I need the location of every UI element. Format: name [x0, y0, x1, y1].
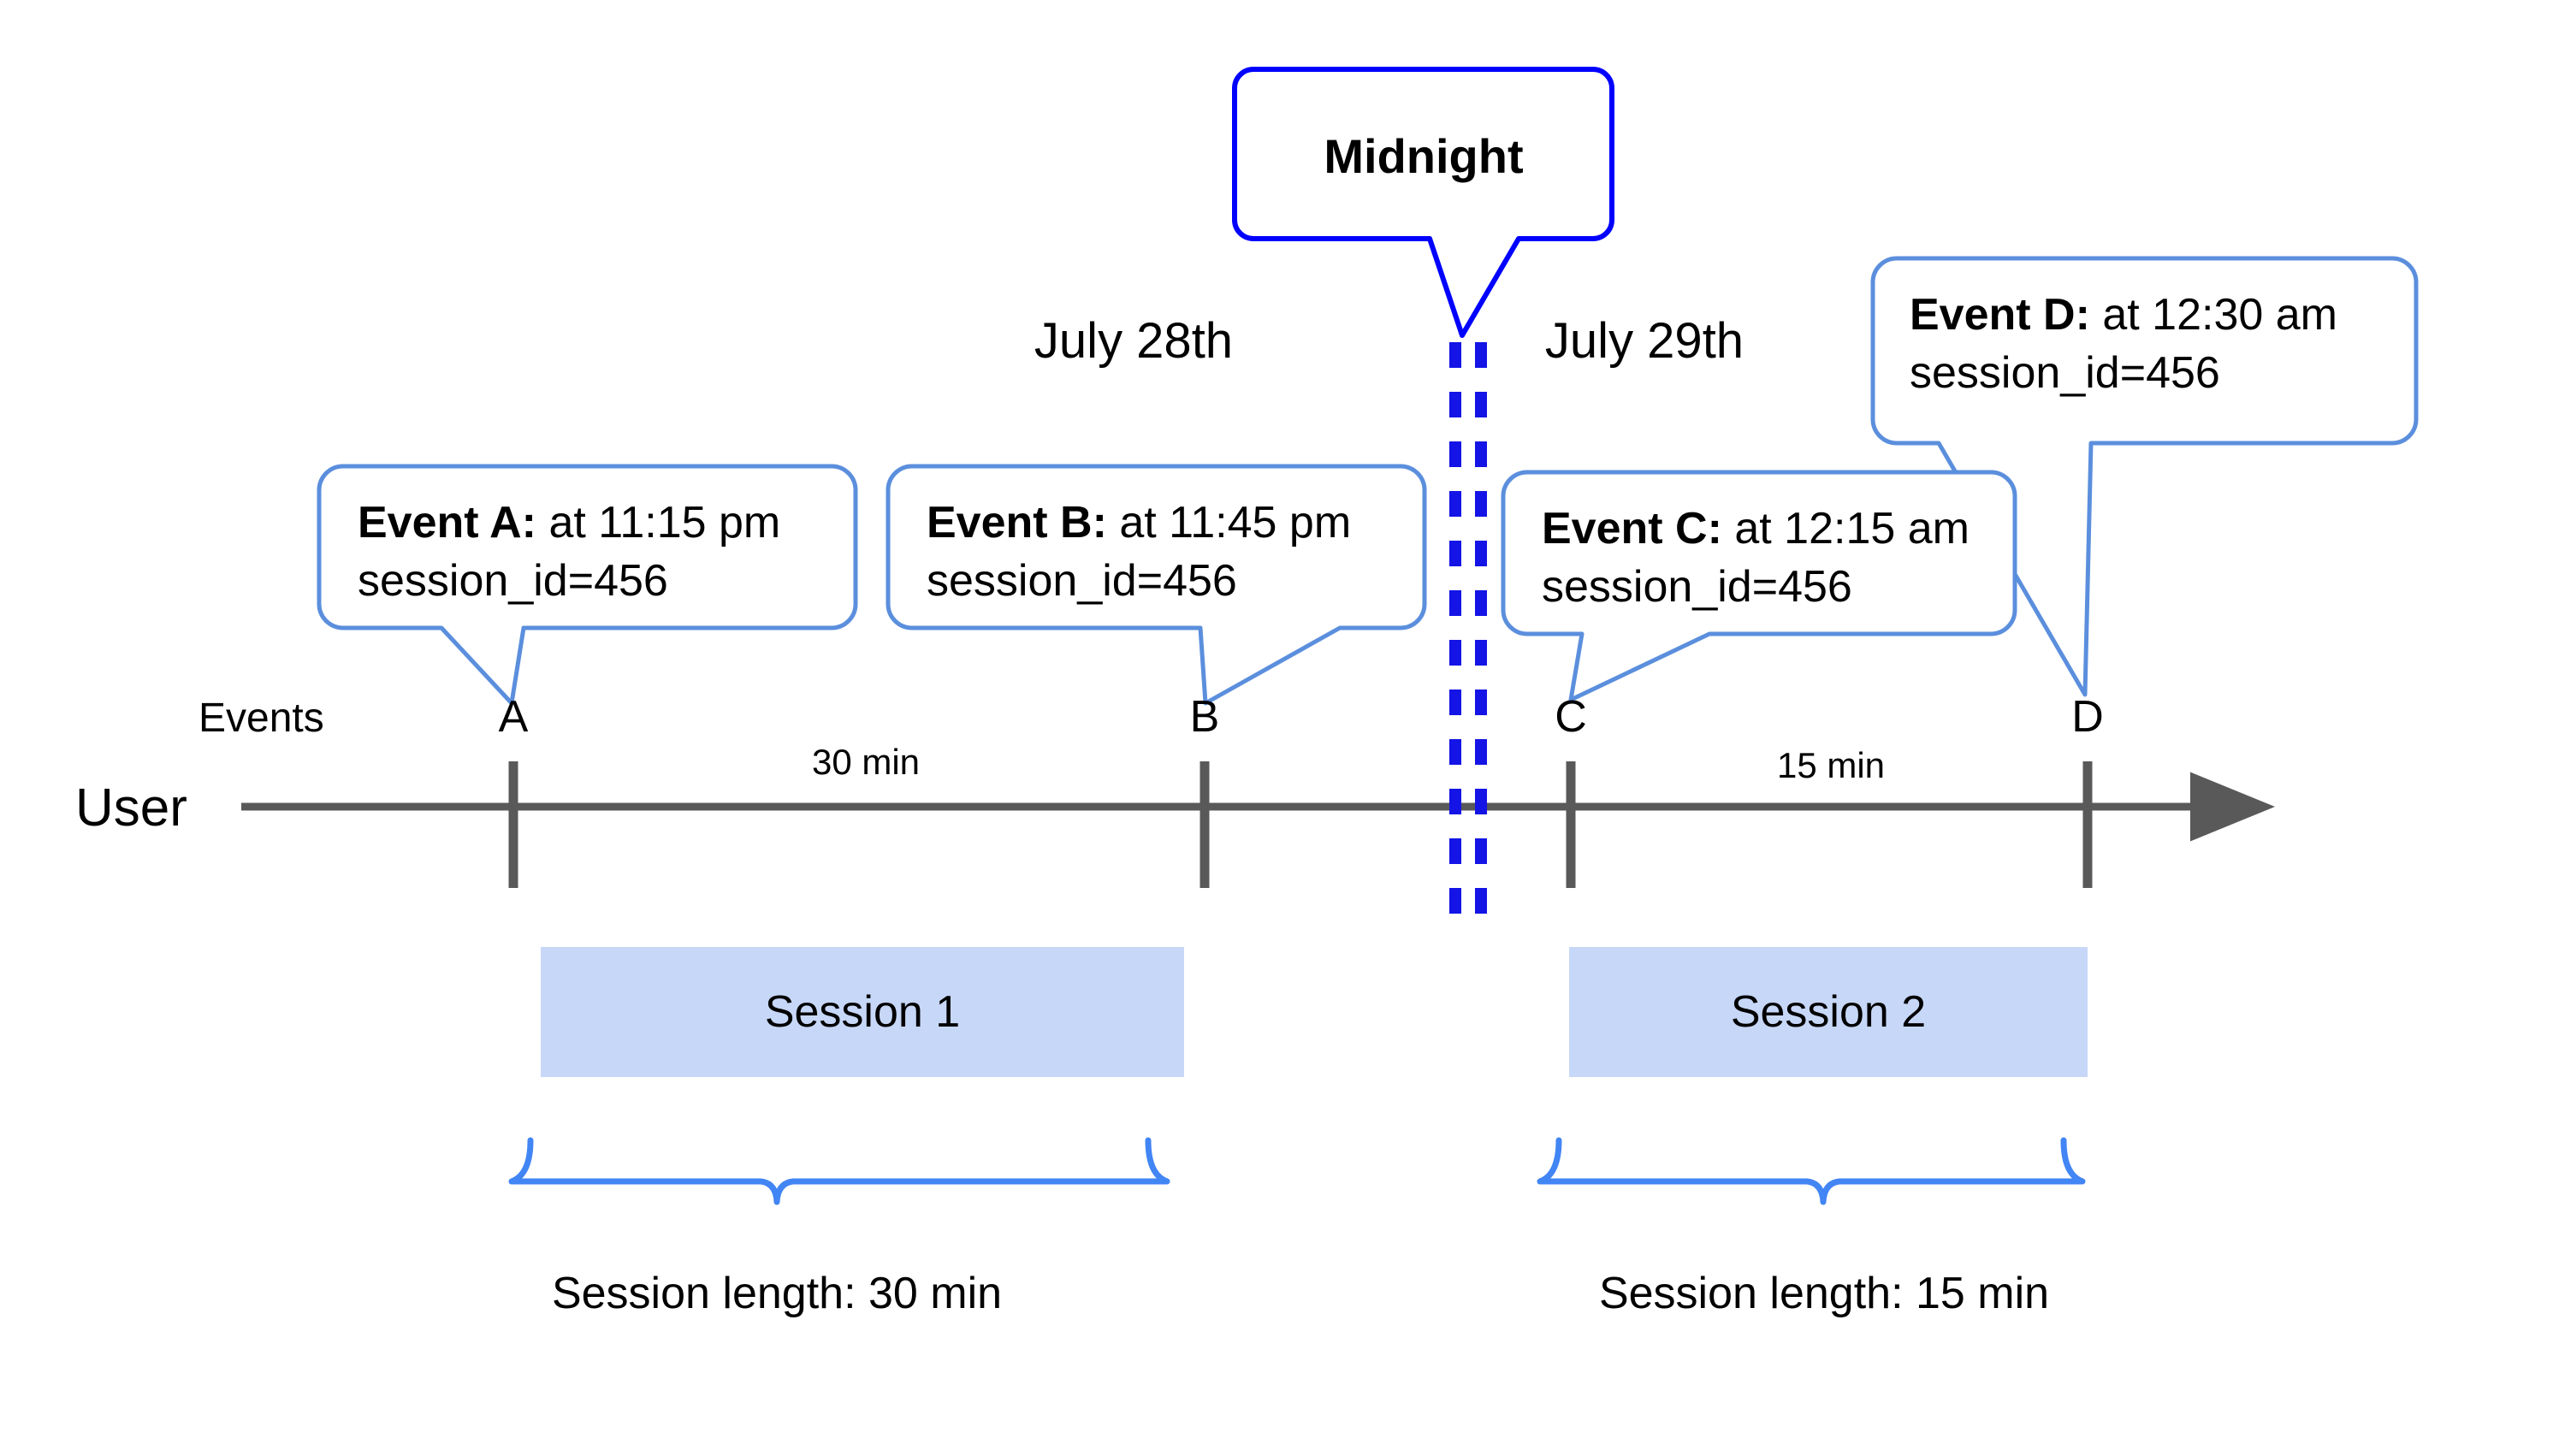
session-2-bar: Session 2: [1569, 947, 2088, 1077]
event-a-title: Event A:: [358, 498, 536, 547]
midnight-callout-shape: [1232, 67, 1614, 338]
events-row-label: Events: [198, 695, 324, 741]
event-c-callout-shape: [1501, 470, 2017, 702]
gap-label-15-min: 15 min: [1776, 745, 1886, 785]
event-d-callout-shape: [1870, 256, 2419, 697]
midnight-label: Midnight: [1324, 129, 1524, 183]
event-a-callout-shape: [317, 464, 858, 706]
event-d-time: at 12:30 am: [2089, 290, 2337, 340]
event-b-callout-shape: [886, 464, 1427, 706]
tick-label-b: B: [1189, 692, 1220, 742]
session-1-brace: [508, 1137, 1170, 1205]
date-label-july-29: July 29th: [1544, 313, 1744, 369]
event-b-title: Event B:: [927, 498, 1107, 547]
session-1-bar-label: Session 1: [764, 987, 961, 1037]
session-2-bar-label: Session 2: [1730, 987, 1927, 1037]
event-a-time: at 11:15 pm: [536, 498, 781, 547]
session-1-length-label: Session length: 30 min: [551, 1269, 1003, 1318]
event-a-callout-text: Event A: at 11:15 pm session_id=456: [358, 494, 780, 610]
event-c-callout-text: Event C: at 12:15 am session_id=456: [1542, 500, 1970, 616]
session-1-bar: Session 1: [541, 947, 1184, 1077]
tick-label-d: D: [2071, 692, 2104, 742]
event-c-title: Event C:: [1542, 504, 1722, 553]
user-lane-label: User: [75, 778, 187, 837]
gap-label-30-min: 30 min: [811, 742, 921, 782]
event-c-session-id: session_id=456: [1542, 561, 1852, 612]
event-a-session-id: session_id=456: [358, 555, 668, 606]
event-b-time: at 11:45 pm: [1106, 498, 1352, 547]
tick-label-c: C: [1555, 692, 1587, 742]
event-c-time: at 12:15 am: [1721, 504, 1970, 553]
tick-label-a: A: [498, 692, 529, 742]
date-label-july-28: July 28th: [1034, 313, 1234, 369]
event-d-callout-text: Event D: at 12:30 am session_id=456: [1910, 287, 2337, 402]
event-d-session-id: session_id=456: [1910, 347, 2220, 398]
event-d-title: Event D:: [1910, 290, 2090, 340]
session-2-brace: [1537, 1137, 2086, 1205]
session-2-length-label: Session length: 15 min: [1598, 1269, 2050, 1318]
event-b-callout-text: Event B: at 11:45 pm session_id=456: [927, 494, 1351, 610]
event-b-session-id: session_id=456: [927, 555, 1237, 606]
